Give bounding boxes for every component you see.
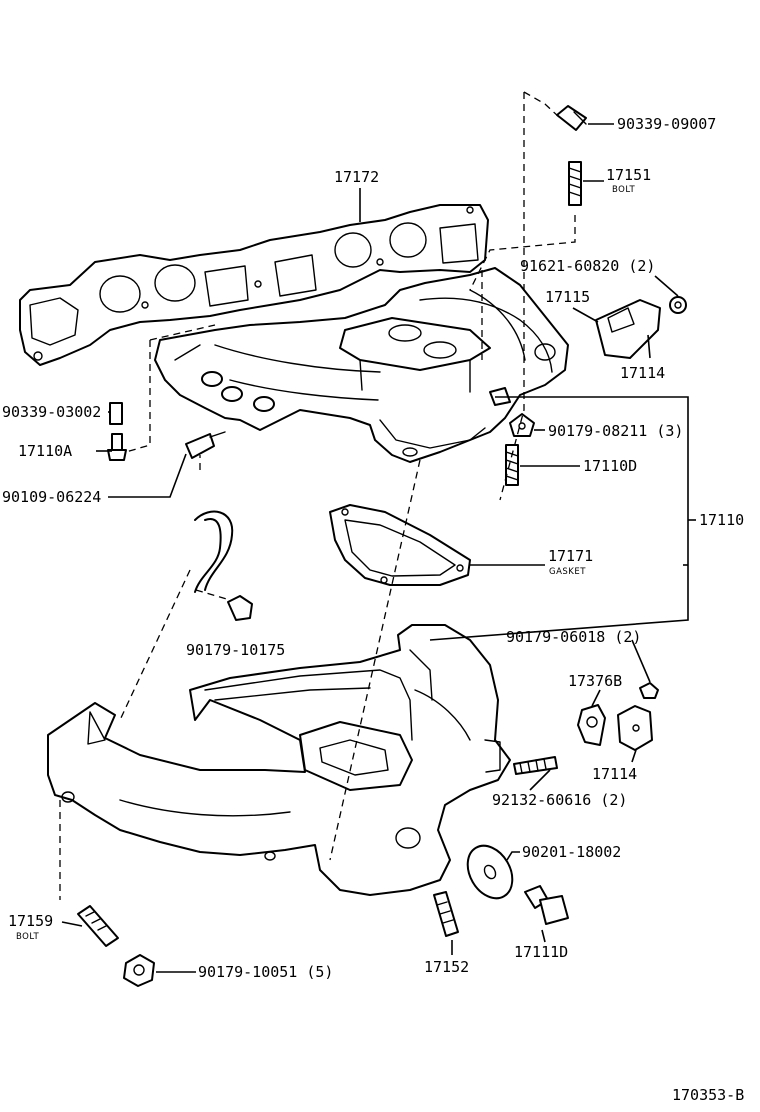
label-17114-bottom: 17114: [592, 765, 637, 783]
part-labels: 90339-09007 17151 BOLT 17172 91621-60820…: [2, 115, 744, 1104]
fitting-17110A: [107, 433, 127, 461]
nut-91621-60820: [669, 296, 687, 314]
nut-90179-06018: [639, 682, 659, 699]
label-90179-06018: 90179-06018 (2): [506, 628, 641, 646]
label-17114-top: 17114: [620, 364, 665, 382]
nut-90179-08211: [509, 413, 535, 437]
label-17171: 17171: [548, 547, 593, 565]
label-17110A: 17110A: [18, 442, 72, 460]
cover-plate-17114-top: [595, 299, 661, 359]
label-91621-60820: 91621-60820 (2): [520, 257, 655, 275]
leader-lines: [61, 123, 696, 973]
label-17159-sub: BOLT: [16, 932, 39, 942]
label-17172: 17172: [334, 168, 379, 186]
gasket-17376B: [577, 704, 606, 746]
exhaust-manifold-gasket-17172: [19, 204, 489, 366]
bolt-17111D: [524, 885, 569, 925]
label-90179-10051: 90179-10051 (5): [198, 963, 333, 981]
label-90179-08211: 90179-08211 (3): [548, 422, 683, 440]
stud-bolt-17159: [77, 905, 119, 947]
dashed-alignment-lines: [59, 91, 576, 900]
label-90109-06224: 90109-06224: [2, 488, 101, 506]
intake-manifold-17110: [154, 267, 569, 463]
label-17159: 17159: [8, 912, 53, 930]
stud-92132-60616: [513, 756, 558, 775]
exhaust-manifold-lower: [47, 624, 511, 896]
label-17110D: 17110D: [583, 457, 637, 475]
label-90339-03002: 90339-03002: [2, 403, 101, 421]
washer-90201-18002: [466, 844, 514, 900]
stud-bolt-17151: [568, 161, 582, 206]
figure-code: 170353-B: [672, 1086, 744, 1104]
plug-90339-09007: [556, 105, 587, 131]
label-17111D: 17111D: [514, 943, 568, 961]
union-90109-06224: [185, 431, 226, 459]
label-90201-18002: 90201-18002: [522, 843, 621, 861]
stud-17152: [433, 891, 459, 937]
label-17110: 17110: [699, 511, 744, 529]
label-17152: 17152: [424, 958, 469, 976]
vacuum-hose: [194, 510, 234, 593]
plug-90339-03002: [109, 402, 123, 425]
label-90339-09007: 90339-09007: [617, 115, 716, 133]
gasket-17171: [329, 504, 471, 586]
label-17171-sub: GASKET: [549, 567, 586, 577]
label-17151: 17151: [606, 166, 651, 184]
label-17151-sub: BOLT: [612, 185, 635, 195]
label-92132-60616: 92132-60616 (2): [492, 791, 627, 809]
label-90179-10175: 90179-10175: [186, 641, 285, 659]
label-17376B: 17376B: [568, 672, 622, 690]
label-17115: 17115: [545, 288, 590, 306]
cover-plate-17114-bottom: [617, 705, 653, 751]
nut-90179-10175: [227, 595, 253, 621]
nut-90179-10051: [123, 954, 155, 987]
stud-17110D: [505, 444, 519, 486]
